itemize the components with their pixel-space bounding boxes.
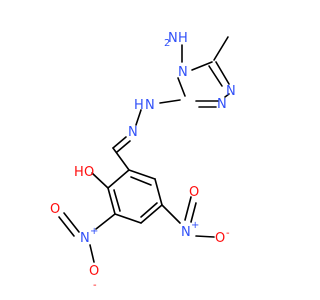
hydrazone-n-label: N <box>128 125 138 140</box>
triazole-n4-label: N <box>178 65 188 80</box>
bond-c6-c1-double <box>130 176 152 186</box>
bond-c5-n1 <box>215 61 230 85</box>
bond-n1-n2 <box>224 93 230 98</box>
bond-c3-nh <box>159 99 181 104</box>
bond-c3r-c4 <box>114 213 142 224</box>
bond-no2r-otop <box>184 196 192 221</box>
bond-c4-c5r-double <box>140 202 158 218</box>
nitro-right-o-charge: - <box>226 228 230 239</box>
bond-ch-c1 <box>112 147 130 171</box>
atom-labels: N H 2 N N N N H N H O N + O O - N + O O … <box>50 31 236 291</box>
nitro-right-o-top-label: O <box>189 185 199 200</box>
bond-c6-c1 <box>128 169 156 180</box>
bond-no2l-otop <box>63 212 80 233</box>
nitro-left-o-charge: - <box>93 280 97 291</box>
hydrazone-nh-h-label: H <box>134 98 144 113</box>
bond-c2-c3r <box>107 187 116 215</box>
bond-c5-n1-double <box>208 65 223 87</box>
bond-c1-c2 <box>107 169 130 189</box>
bond-no2l-obot <box>89 244 95 263</box>
bond-n-ch <box>112 136 127 149</box>
bond-n-ch-double <box>116 140 131 153</box>
triazole-n2-label: N <box>217 97 227 112</box>
bond-c2-c3r-double <box>113 189 121 212</box>
bond-c3r-no2 <box>95 213 116 230</box>
nitro-left-o-top-label: O <box>50 202 60 217</box>
molecule-diagram: N H 2 N N N N H N H O N + O O - N + O O … <box>50 31 236 291</box>
nitro-left-n-charge: + <box>90 226 98 237</box>
nitro-right-n-label: N <box>181 225 191 240</box>
amino-sub-label: 2 <box>164 38 170 49</box>
hydroxyl-h-label: H <box>74 165 84 180</box>
nitro-left-o-bottom-label: O <box>89 264 99 279</box>
bond-n4-c5 <box>191 61 213 71</box>
nitro-right-o-right-label: O <box>215 231 225 246</box>
nitro-right-n-charge: + <box>191 220 199 231</box>
bond-c5r-c6 <box>154 178 163 206</box>
triazole-n1-label: N <box>226 84 236 99</box>
hydrazone-nh-n-label: N <box>145 98 155 113</box>
amino-n-label: N <box>168 31 178 46</box>
bond-nh-n <box>135 109 142 126</box>
bond-no2r-otop-double <box>190 202 197 223</box>
bond-no2l-otop-double <box>58 216 75 237</box>
amino-h-label: H <box>178 31 188 46</box>
bond-no2r-oright <box>195 235 215 238</box>
hydroxyl-o-label: O <box>84 165 94 180</box>
bond-c2-oh <box>91 172 109 189</box>
bond-c4-c5r <box>140 204 163 224</box>
bond-n4-c3 <box>177 77 186 97</box>
nitro-left-n-label: N <box>80 231 90 246</box>
bond-methyl <box>213 36 229 61</box>
bonds <box>58 36 230 263</box>
bond-c5r-no2 <box>161 204 181 224</box>
